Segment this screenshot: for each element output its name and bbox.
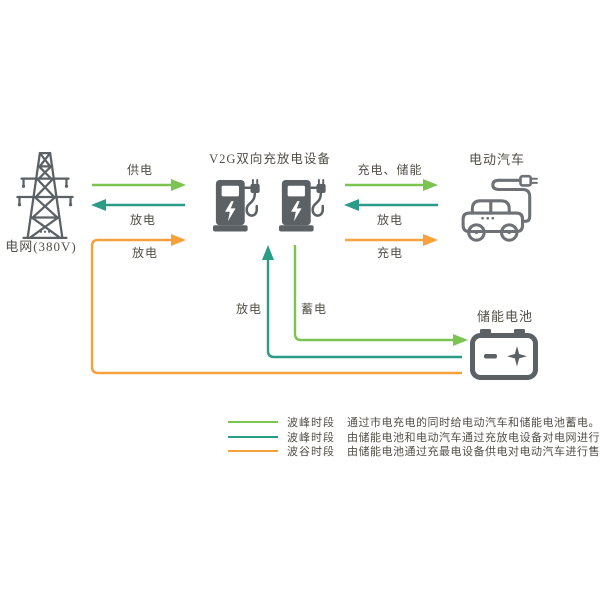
flow-battery-to-charger-up-arrow [262,245,462,359]
flow-label-discharge-orange: 放电 [131,246,158,260]
flow-charger-to-ev-orange-arrow [345,234,438,246]
legend-swatch-orange [228,450,278,452]
legend-description: 由储能电池和电动汽车通过充放电设备对电网进行售电。 [347,431,600,444]
charging-station-icon-1 [213,179,260,232]
legend-swatch-green [228,421,278,423]
flow-label-charge-store: 充电、储能 [357,163,423,177]
legend-description: 通过市电充电的同时给电动汽车和储能电池蓄电。 [347,417,600,429]
legend-period: 波峰时段 [287,431,335,444]
legend-row-peak-teal: 波峰时段 由储能电池和电动汽车通过充放电设备对电网进行售电。 [228,430,600,444]
charging-station-icon-2 [279,179,326,232]
flow-label-ev-charge: 充电 [376,246,403,260]
ev-label: 电动汽车 [468,152,525,167]
legend-description: 由储能电池通过充最电设备供电对电动汽车进行售电。 [347,446,600,458]
charger-title: V2G双向充放电设备 [209,152,331,166]
legend-swatch-teal [228,435,278,438]
flow-label-battery-discharge: 放电 [235,302,262,316]
flow-ev-to-charger-arrow [344,199,438,211]
electric-car-icon [461,174,538,242]
flow-label-ev-discharge: 放电 [376,213,403,227]
flow-label-discharge-to-grid: 放电 [129,213,156,227]
flow-label-supply: 供电 [126,163,153,177]
flow-battery-to-charger-orange-arrow [90,234,462,375]
legend-period: 波峰时段 [287,417,335,429]
flow-charger-to-ev-green-arrow [345,179,438,191]
flow-label-store-to-battery: 蓄电 [301,302,328,316]
grid-label: 电网(380V) [5,239,77,254]
flow-charger-to-grid-arrow [91,199,185,211]
legend-row-peak-green: 波峰时段 通过市电充电的同时给电动汽车和储能电池蓄电。 [228,415,600,429]
legend-row-valley-orange: 波谷时段 由储能电池通过充最电设备供电对电动汽车进行售电。 [228,444,600,458]
flow-grid-to-charger-arrow [92,179,186,191]
flow-charger-to-battery-arrow [293,245,468,346]
battery-label: 储能电池 [476,309,533,324]
storage-battery-icon [470,329,538,380]
power-grid-tower-icon [16,151,74,240]
legend-period: 波谷时段 [287,446,335,458]
